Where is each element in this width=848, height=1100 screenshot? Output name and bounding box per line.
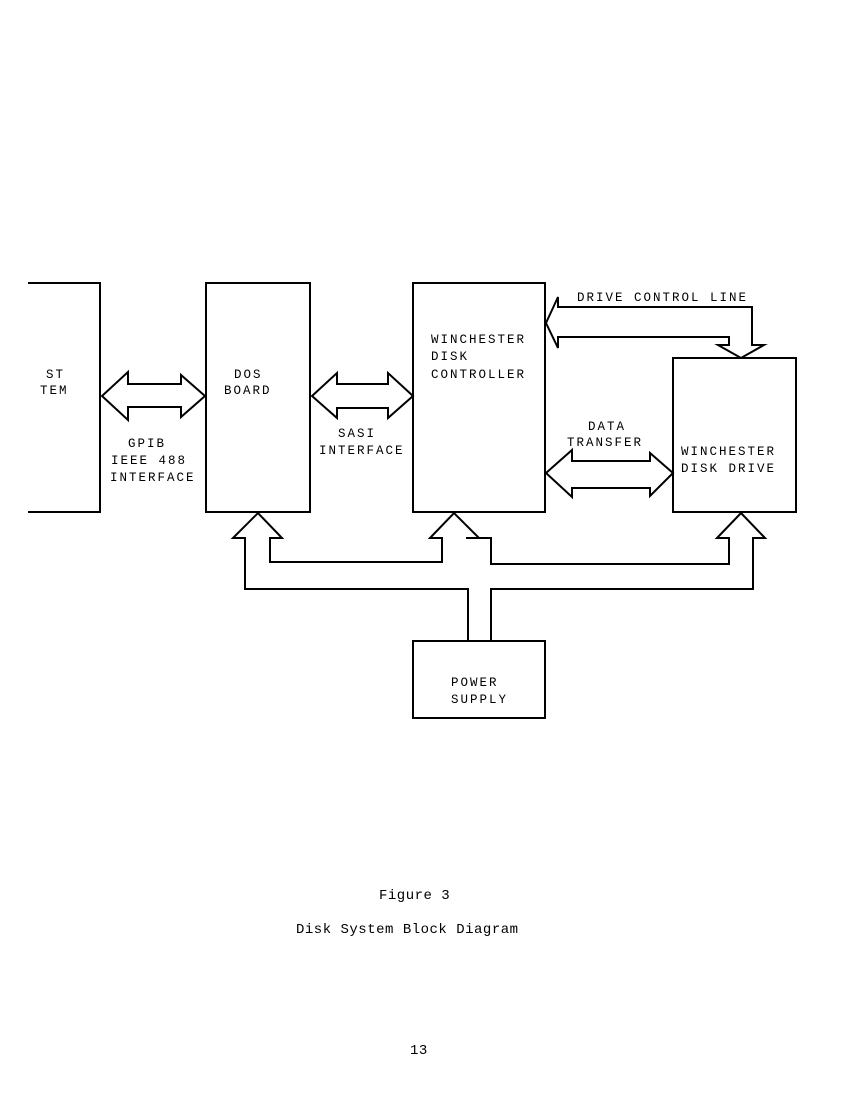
controller-label-1: WINCHESTER bbox=[431, 333, 526, 347]
drive-label-2: DISK DRIVE bbox=[681, 462, 776, 476]
drive-control-arrow bbox=[544, 296, 768, 360]
controller-block bbox=[412, 282, 546, 513]
controller-label-3: CONTROLLER bbox=[431, 368, 526, 382]
dos-board-label-2: BOARD bbox=[224, 384, 272, 398]
sasi-label-2: INTERFACE bbox=[319, 444, 405, 458]
sasi-arrow bbox=[310, 370, 415, 421]
gpib-label-1: GPIB bbox=[128, 437, 166, 451]
drive-block bbox=[672, 357, 797, 513]
data-transfer-label-2: TRANSFER bbox=[567, 436, 643, 450]
gpib-arrow bbox=[100, 369, 207, 423]
host-system-block bbox=[28, 282, 101, 513]
data-transfer-arrow bbox=[544, 447, 675, 500]
power-supply-block bbox=[412, 640, 546, 719]
figure-number: Figure 3 bbox=[379, 888, 450, 904]
gpib-label-3: INTERFACE bbox=[110, 471, 196, 485]
sasi-label-1: SASI bbox=[338, 427, 376, 441]
power-supply-label-1: POWER bbox=[451, 676, 499, 690]
data-transfer-label-1: DATA bbox=[588, 420, 626, 434]
dos-board-label-1: DOS bbox=[234, 368, 263, 382]
drive-control-label: DRIVE CONTROL LINE bbox=[577, 291, 748, 305]
host-system-label-1: ST bbox=[46, 368, 65, 382]
page-number: 13 bbox=[410, 1043, 428, 1059]
gpib-label-2: IEEE 488 bbox=[111, 454, 187, 468]
power-distribution-arrows bbox=[230, 511, 768, 640]
drive-label-1: WINCHESTER bbox=[681, 445, 776, 459]
power-supply-label-2: SUPPLY bbox=[451, 693, 508, 707]
controller-label-2: DISK bbox=[431, 350, 469, 364]
host-system-label-2: TEM bbox=[40, 384, 69, 398]
figure-title: Disk System Block Diagram bbox=[296, 922, 519, 938]
